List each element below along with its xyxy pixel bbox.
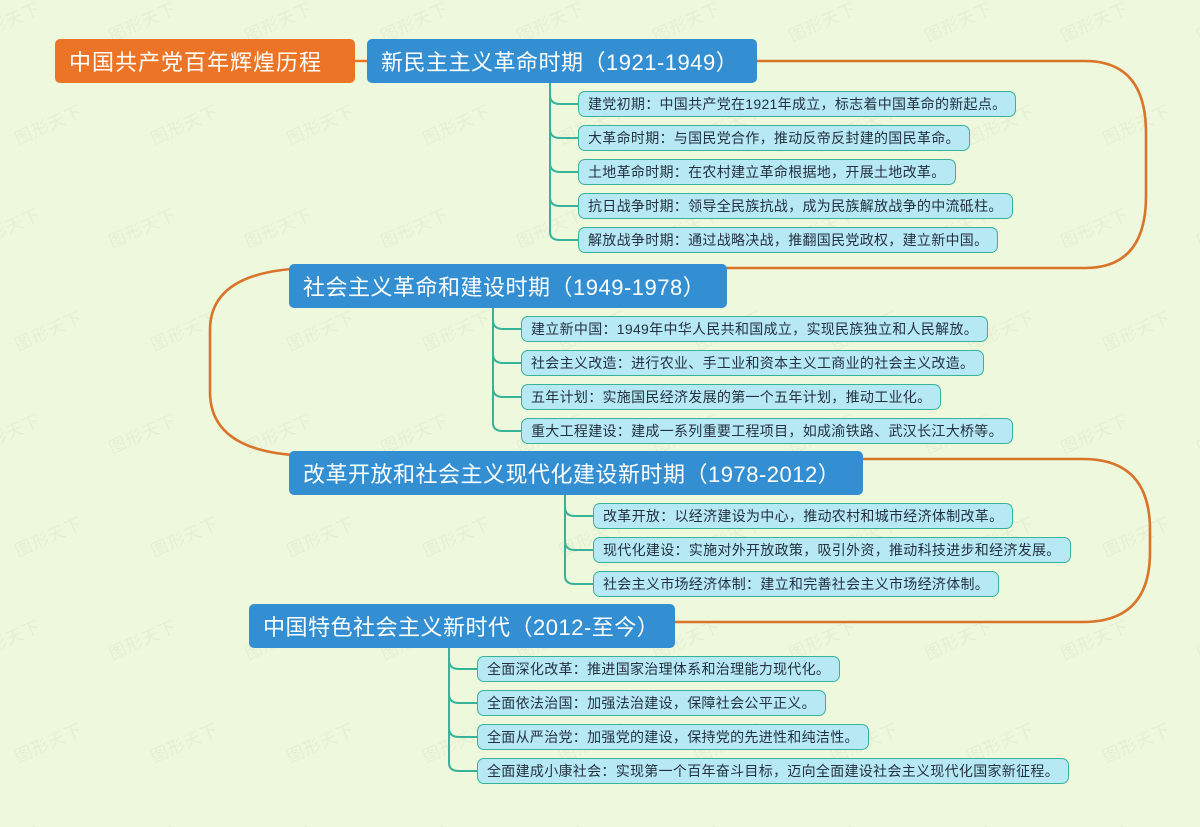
leaf-node[interactable]: 全面建成小康社会：实现第一个百年奋斗目标，迈向全面建设社会主义现代化国家新征程。 xyxy=(477,758,1069,784)
leaf-node[interactable]: 建立新中国：1949年中华人民共和国成立，实现民族独立和人民解放。 xyxy=(521,316,989,342)
leaf-node[interactable]: 社会主义市场经济体制：建立和完善社会主义市场经济体制。 xyxy=(593,571,1000,597)
branch-node-4[interactable]: 中国特色社会主义新时代（2012-至今） xyxy=(249,604,675,648)
leaf-node-label: 改革开放：以经济建设为中心，推动农村和城市经济体制改革。 xyxy=(603,508,1004,524)
branch-node-label: 新民主主义革命时期（1921-1949） xyxy=(381,50,739,75)
leaf-node[interactable]: 重大工程建设：建成一系列重要工程项目，如成渝铁路、武汉长江大桥等。 xyxy=(521,418,1013,444)
leaf-node-label: 解放战争时期：通过战略决战，推翻国民党政权，建立新中国。 xyxy=(588,232,989,248)
leaf-node[interactable]: 抗日战争时期：领导全民族抗战，成为民族解放战争的中流砥柱。 xyxy=(578,193,1013,219)
leaf-node[interactable]: 现代化建设：实施对外开放政策，吸引外资，推动科技进步和经济发展。 xyxy=(593,537,1071,563)
leaf-node-label: 建立新中国：1949年中华人民共和国成立，实现民族独立和人民解放。 xyxy=(531,321,979,337)
leaf-node-label: 土地革命时期：在农村建立革命根据地，开展土地改革。 xyxy=(588,164,946,180)
leaf-node-label: 大革命时期：与国民党合作，推动反帝反封建的国民革命。 xyxy=(588,130,960,146)
branch-node-1[interactable]: 新民主主义革命时期（1921-1949） xyxy=(367,39,757,83)
branch-node-2[interactable]: 社会主义革命和建设时期（1949-1978） xyxy=(289,264,727,308)
branch-node-label: 改革开放和社会主义现代化建设新时期（1978-2012） xyxy=(303,462,841,487)
leaf-node-label: 全面深化改革：推进国家治理体系和治理能力现代化。 xyxy=(487,661,831,677)
leaf-node-label: 社会主义改造：进行农业、手工业和资本主义工商业的社会主义改造。 xyxy=(531,355,975,371)
branch-node-label: 中国特色社会主义新时代（2012-至今） xyxy=(263,615,660,640)
leaf-node[interactable]: 社会主义改造：进行农业、手工业和资本主义工商业的社会主义改造。 xyxy=(521,350,985,376)
root-node[interactable]: 中国共产党百年辉煌历程 xyxy=(55,39,355,83)
leaf-node-label: 抗日战争时期：领导全民族抗战，成为民族解放战争的中流砥柱。 xyxy=(588,198,1003,214)
leaf-node[interactable]: 全面深化改革：推进国家治理体系和治理能力现代化。 xyxy=(477,656,841,682)
leaf-node-label: 全面依法治国：加强法治建设，保障社会公平正义。 xyxy=(487,695,816,711)
leaf-node[interactable]: 建党初期：中国共产党在1921年成立，标志着中国革命的新起点。 xyxy=(578,91,1017,117)
leaf-node-label: 全面从严治党：加强党的建设，保持党的先进性和纯洁性。 xyxy=(487,729,859,745)
leaf-node-label: 社会主义市场经济体制：建立和完善社会主义市场经济体制。 xyxy=(603,576,990,592)
leaf-node[interactable]: 五年计划：实施国民经济发展的第一个五年计划，推动工业化。 xyxy=(521,384,942,410)
leaf-node-label: 重大工程建设：建成一系列重要工程项目，如成渝铁路、武汉长江大桥等。 xyxy=(531,423,1003,439)
leaf-node[interactable]: 全面依法治国：加强法治建设，保障社会公平正义。 xyxy=(477,690,826,716)
leaf-node-label: 全面建成小康社会：实现第一个百年奋斗目标，迈向全面建设社会主义现代化国家新征程。 xyxy=(487,763,1059,779)
leaf-node[interactable]: 土地革命时期：在农村建立革命根据地，开展土地改革。 xyxy=(578,159,956,185)
leaf-node-label: 现代化建设：实施对外开放政策，吸引外资，推动科技进步和经济发展。 xyxy=(603,542,1061,558)
leaf-node[interactable]: 解放战争时期：通过战略决战，推翻国民党政权，建立新中国。 xyxy=(578,227,999,253)
leaf-node[interactable]: 全面从严治党：加强党的建设，保持党的先进性和纯洁性。 xyxy=(477,724,869,750)
leaf-node-label: 五年计划：实施国民经济发展的第一个五年计划，推动工业化。 xyxy=(531,389,932,405)
leaf-node-label: 建党初期：中国共产党在1921年成立，标志着中国革命的新起点。 xyxy=(588,96,1007,112)
leaf-node[interactable]: 改革开放：以经济建设为中心，推动农村和城市经济体制改革。 xyxy=(593,503,1014,529)
branch-node-3[interactable]: 改革开放和社会主义现代化建设新时期（1978-2012） xyxy=(289,451,863,495)
leaf-node[interactable]: 大革命时期：与国民党合作，推动反帝反封建的国民革命。 xyxy=(578,125,970,151)
branch-node-label: 社会主义革命和建设时期（1949-1978） xyxy=(303,275,706,300)
